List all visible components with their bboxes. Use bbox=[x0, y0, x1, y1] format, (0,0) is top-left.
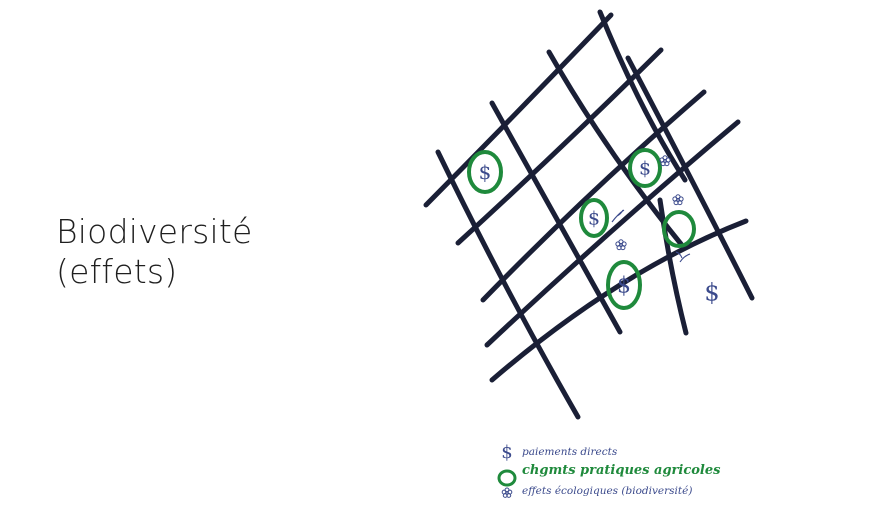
sprout-icon bbox=[675, 251, 691, 263]
ecological-effect-markers bbox=[611, 155, 691, 263]
legend-practices-label: chgmts pratiques agricoles bbox=[522, 463, 721, 478]
grid-stroke bbox=[625, 55, 755, 301]
legend-payments-label: paiements directs bbox=[522, 446, 618, 458]
legend-flower-icon bbox=[501, 487, 513, 498]
legend-effects-label: effets écologiques (biodiversité) bbox=[522, 485, 692, 497]
grid-stroke bbox=[489, 218, 749, 383]
payment-markers: $ $ $ $ $ bbox=[479, 158, 720, 307]
dollar-icon: $ bbox=[617, 274, 631, 299]
dollar-icon: $ bbox=[588, 208, 600, 230]
dollar-icon: $ bbox=[639, 158, 651, 180]
green-circle-icon bbox=[467, 150, 503, 194]
flower-icon bbox=[615, 239, 627, 251]
legend-dollar-icon: $ bbox=[501, 442, 512, 463]
svg-text:$: $ bbox=[501, 442, 512, 463]
title-line-2: (effets) bbox=[56, 252, 178, 291]
flower-icon bbox=[672, 194, 684, 206]
green-circle-icon bbox=[579, 198, 609, 238]
field-grid bbox=[423, 9, 755, 420]
dollar-icon: $ bbox=[479, 160, 492, 184]
grid-stroke bbox=[480, 89, 707, 303]
dollar-icon: $ bbox=[704, 278, 719, 306]
slide-title: Biodiversité (effets) bbox=[56, 212, 253, 292]
legend-green-circle-icon bbox=[497, 469, 517, 487]
green-circle-icon bbox=[606, 260, 642, 310]
green-circle-icon bbox=[662, 210, 696, 248]
practice-change-markers bbox=[467, 148, 696, 310]
flower-icon bbox=[659, 155, 671, 167]
grid-stroke bbox=[597, 9, 688, 183]
legend: $ paiements directs chgmts pratiques agr… bbox=[497, 442, 721, 498]
sprout-icon bbox=[611, 209, 625, 223]
grid-stroke bbox=[435, 149, 581, 420]
grid-stroke bbox=[489, 100, 623, 335]
title-line-1: Biodiversité bbox=[56, 212, 253, 251]
green-circle-icon bbox=[628, 148, 662, 188]
grid-stroke bbox=[657, 197, 689, 336]
flower-icon bbox=[501, 487, 513, 498]
